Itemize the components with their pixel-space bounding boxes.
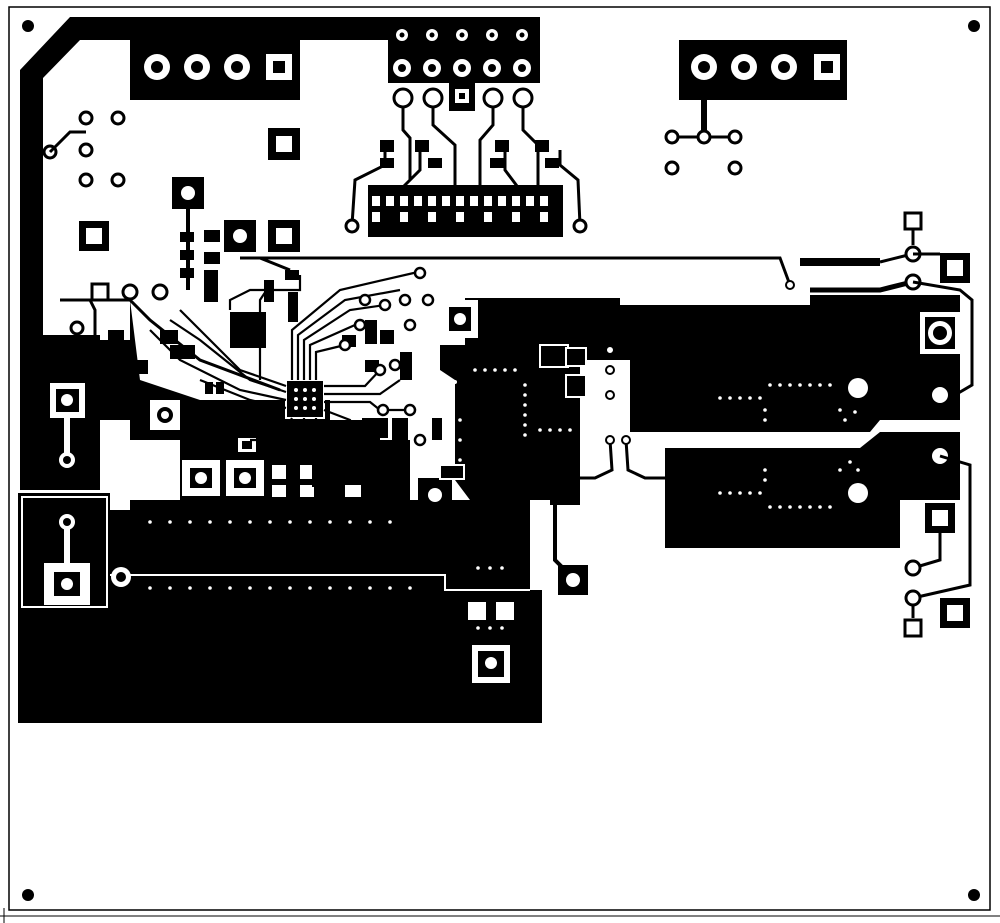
mounting-holes: [22, 20, 980, 901]
header-2x5-top-center: [388, 17, 540, 111]
left-pads: [50, 298, 97, 468]
smd-pads-center: [368, 140, 563, 237]
header-4pin-top-left: [130, 40, 300, 100]
power-pour-right-upper: [620, 211, 974, 432]
power-pour-center: [418, 298, 665, 595]
mounting-hole-bottom-left: [22, 889, 34, 901]
power-pour-right-lower: [665, 432, 972, 638]
mounting-hole-bottom-right: [968, 889, 980, 901]
central-ic-region: [90, 256, 795, 505]
ground-pour-bottom: [18, 493, 542, 723]
header-4pin-top-right: [664, 40, 847, 176]
mounting-hole-top-right: [968, 20, 980, 32]
upper-left-components: [42, 110, 300, 302]
mounting-hole-top-left: [22, 20, 34, 32]
trace-group-center: [350, 107, 582, 226]
